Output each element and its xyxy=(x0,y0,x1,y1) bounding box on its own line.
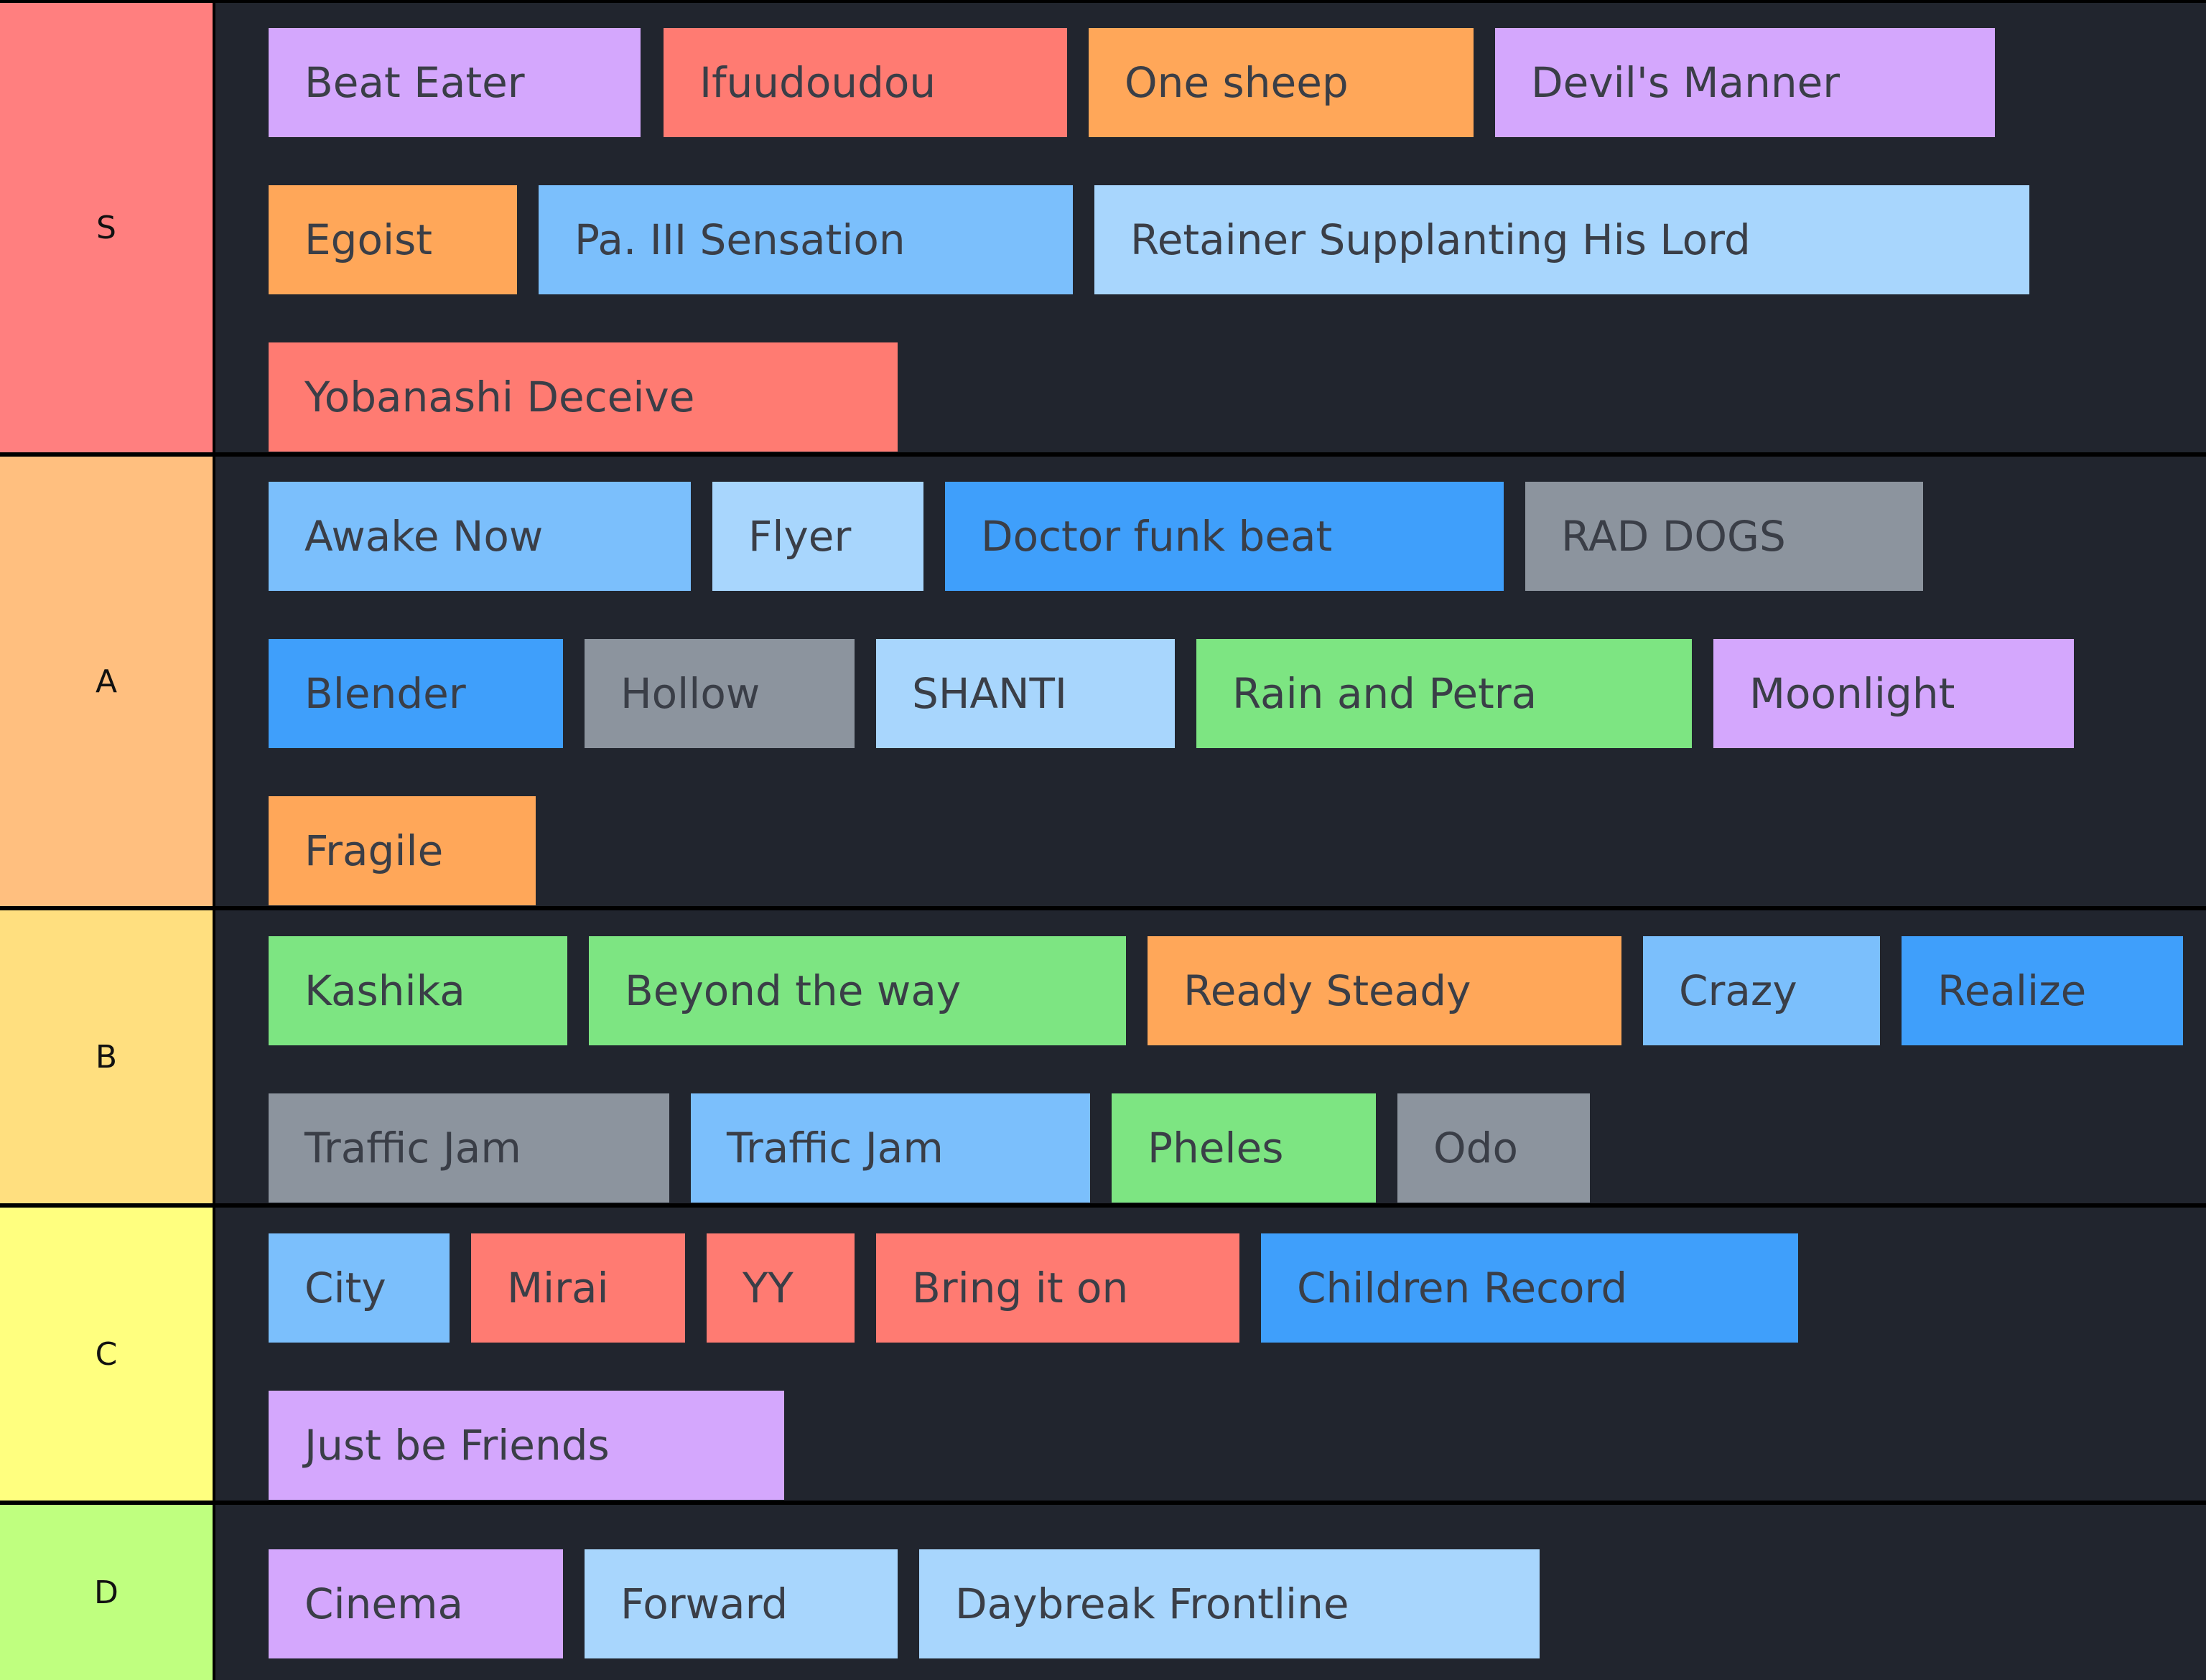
tier-item[interactable]: Ifuudoudou xyxy=(664,28,1067,137)
tier-item[interactable]: Retainer Supplanting His Lord xyxy=(1094,185,2029,294)
tier-item[interactable]: Just be Friends xyxy=(269,1391,784,1500)
tier-label[interactable]: C xyxy=(0,1208,213,1501)
tier-item[interactable]: Yobanashi Deceive xyxy=(269,342,898,452)
tier-item[interactable]: Crazy xyxy=(1643,936,1880,1045)
tier-item[interactable]: Forward xyxy=(585,1549,898,1658)
tier-item[interactable]: Mirai xyxy=(471,1233,685,1343)
tier-row-s: S Beat Eater Ifuudoudou One sheep Devil'… xyxy=(0,3,2206,452)
tier-items: Kashika Beyond the way Ready Steady Craz… xyxy=(215,910,2206,1203)
tier-items: Cinema Forward Daybreak Frontline xyxy=(215,1505,2206,1680)
tier-item[interactable]: Cinema xyxy=(269,1549,563,1658)
tier-item[interactable]: RAD DOGS xyxy=(1525,482,1923,591)
tier-label[interactable]: D xyxy=(0,1505,213,1680)
tier-item[interactable]: YY xyxy=(707,1233,855,1343)
tier-item[interactable]: SHANTI xyxy=(876,639,1175,748)
tier-item[interactable]: Flyer xyxy=(712,482,923,591)
tier-item[interactable]: Hollow xyxy=(585,639,855,748)
tier-item[interactable]: Moonlight xyxy=(1713,639,2074,748)
tier-item[interactable]: City xyxy=(269,1233,450,1343)
tier-item[interactable]: Beyond the way xyxy=(589,936,1126,1045)
tier-item[interactable]: Doctor funk beat xyxy=(945,482,1504,591)
tier-item[interactable]: Egoist xyxy=(269,185,517,294)
tier-row-d: D Cinema Forward Daybreak Frontline xyxy=(0,1505,2206,1680)
tier-item[interactable]: One sheep xyxy=(1089,28,1474,137)
tier-item[interactable]: Traffic Jam xyxy=(269,1093,669,1203)
tier-item[interactable]: Kashika xyxy=(269,936,567,1045)
tier-item[interactable]: Blender xyxy=(269,639,563,748)
tier-row-c: C City Mirai YY Bring it on Children Rec… xyxy=(0,1208,2206,1501)
tier-item[interactable]: Traffic Jam xyxy=(691,1093,1090,1203)
tier-item[interactable]: Bring it on xyxy=(876,1233,1239,1343)
tier-item[interactable]: Devil's Manner xyxy=(1495,28,1995,137)
tier-item[interactable]: Fragile xyxy=(269,796,536,905)
tier-label[interactable]: B xyxy=(0,910,213,1203)
tier-items: City Mirai YY Bring it on Children Recor… xyxy=(215,1208,2206,1501)
tier-item[interactable]: Odo xyxy=(1397,1093,1590,1203)
tier-item[interactable]: Beat Eater xyxy=(269,28,641,137)
tier-item[interactable]: Children Record xyxy=(1261,1233,1798,1343)
tier-item[interactable]: Realize xyxy=(1902,936,2183,1045)
tier-items: Beat Eater Ifuudoudou One sheep Devil's … xyxy=(215,3,2206,452)
tier-item[interactable]: Rain and Petra xyxy=(1196,639,1692,748)
tier-item[interactable]: Awake Now xyxy=(269,482,691,591)
tier-label[interactable]: S xyxy=(0,3,213,452)
tier-item[interactable]: Daybreak Frontline xyxy=(919,1549,1540,1658)
tier-label[interactable]: A xyxy=(0,457,213,906)
tier-row-a: A Awake Now Flyer Doctor funk beat RAD D… xyxy=(0,457,2206,906)
tier-row-b: B Kashika Beyond the way Ready Steady Cr… xyxy=(0,910,2206,1203)
tier-item[interactable]: Pheles xyxy=(1112,1093,1376,1203)
tier-items: Awake Now Flyer Doctor funk beat RAD DOG… xyxy=(215,457,2206,906)
tier-item[interactable]: Ready Steady xyxy=(1148,936,1621,1045)
tier-item[interactable]: Pa. III Sensation xyxy=(539,185,1073,294)
